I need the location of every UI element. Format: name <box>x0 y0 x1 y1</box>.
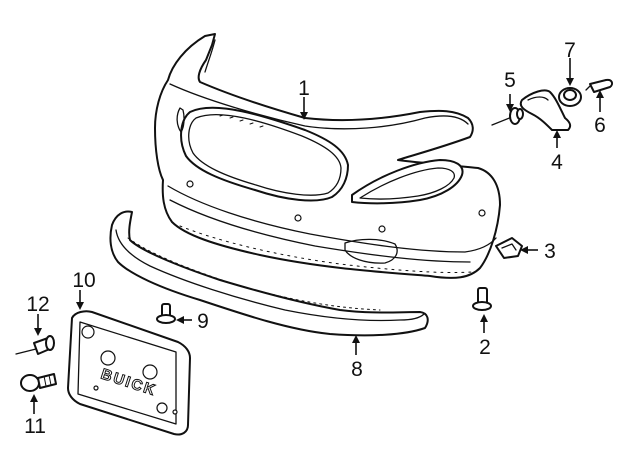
callout-7[interactable]: 7 <box>564 39 576 62</box>
bolt-valance[interactable] <box>156 303 176 324</box>
callout-1[interactable]: 1 <box>298 77 310 100</box>
rivet-pin[interactable] <box>15 335 55 355</box>
callout-9[interactable]: 9 <box>197 310 209 333</box>
callout-11[interactable]: 11 <box>24 415 46 438</box>
license-plate-bracket[interactable]: BUICK <box>67 310 191 436</box>
retainer-clip[interactable] <box>495 237 523 259</box>
bumper-cover[interactable] <box>154 33 501 279</box>
bolt-lower[interactable] <box>472 287 492 311</box>
callout-12[interactable]: 12 <box>26 293 49 316</box>
push-pin-retainer[interactable] <box>491 107 524 126</box>
nut[interactable] <box>558 87 582 107</box>
side-bracket[interactable] <box>519 89 572 131</box>
callout-2[interactable]: 2 <box>479 336 491 359</box>
callout-4[interactable]: 4 <box>551 151 563 174</box>
callout-10[interactable]: 10 <box>72 269 95 292</box>
screw-bolt[interactable] <box>585 78 614 93</box>
callout-6[interactable]: 6 <box>594 114 606 137</box>
bolt-flange[interactable] <box>20 373 57 392</box>
callout-3[interactable]: 3 <box>544 240 556 263</box>
callout-leaders <box>30 58 604 414</box>
lower-valance[interactable] <box>109 210 429 337</box>
callout-8[interactable]: 8 <box>351 358 363 381</box>
callout-labels: 1 2 3 4 5 6 7 8 9 10 12 11 <box>24 39 606 438</box>
callout-5[interactable]: 5 <box>504 69 516 92</box>
